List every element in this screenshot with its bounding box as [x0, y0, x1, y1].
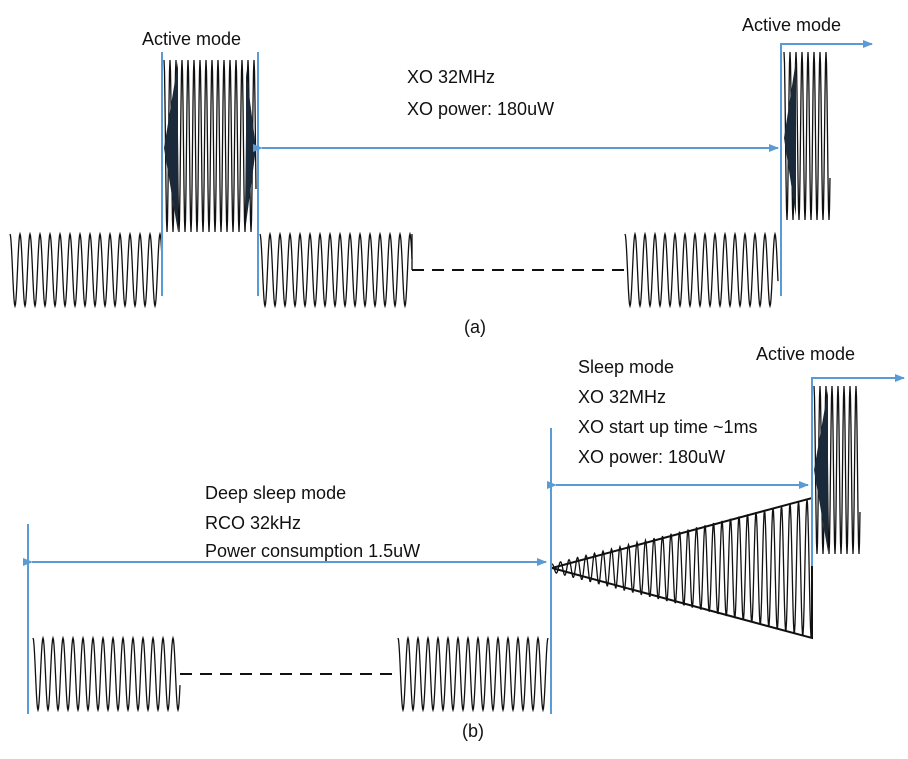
wave-a-sleep-2 — [259, 231, 413, 309]
label-a-active-mode-left: Active mode — [142, 29, 242, 49]
label-b-sleep-mode: Sleep mode — [578, 357, 675, 377]
label-a-xo-power: XO power: 180uW — [407, 99, 555, 119]
burst-a-left-taper — [164, 62, 178, 232]
label-b-rco-freq: RCO 32kHz — [205, 513, 302, 533]
burst-a-right-entry-taper — [784, 60, 796, 216]
arrow-a-active-right — [780, 40, 873, 58]
label-b-deep-sleep-mode: Deep sleep mode — [205, 483, 347, 503]
label-b-sleep-xo-freq: XO 32MHz — [578, 387, 667, 407]
label-b-sleep-power: XO power: 180uW — [578, 447, 726, 467]
envelope-b-startup — [551, 496, 813, 640]
label-a-xo-freq: XO 32MHz — [407, 67, 496, 87]
caption-b: (b) — [462, 721, 484, 741]
wave-a-sleep-3 — [624, 231, 779, 309]
wave-b-deep-sleep-1 — [32, 635, 181, 713]
wave-b-deep-sleep-2 — [397, 635, 549, 713]
label-b-power-consumption: Power consumption 1.5uW — [205, 541, 421, 561]
caption-a: (a) — [464, 317, 486, 337]
burst-b-entry-taper — [814, 390, 828, 552]
label-b-active-mode: Active mode — [756, 344, 856, 364]
label-a-active-mode-right: Active mode — [742, 15, 842, 35]
label-b-sleep-startup: XO start up time ~1ms — [578, 417, 758, 437]
wave-b-xo-startup — [551, 499, 813, 638]
wave-a-active-1 — [163, 59, 257, 233]
burst-a-right-taper — [246, 70, 256, 224]
arrow-b-active-right — [811, 374, 905, 392]
wave-a-sleep-1 — [9, 231, 163, 309]
